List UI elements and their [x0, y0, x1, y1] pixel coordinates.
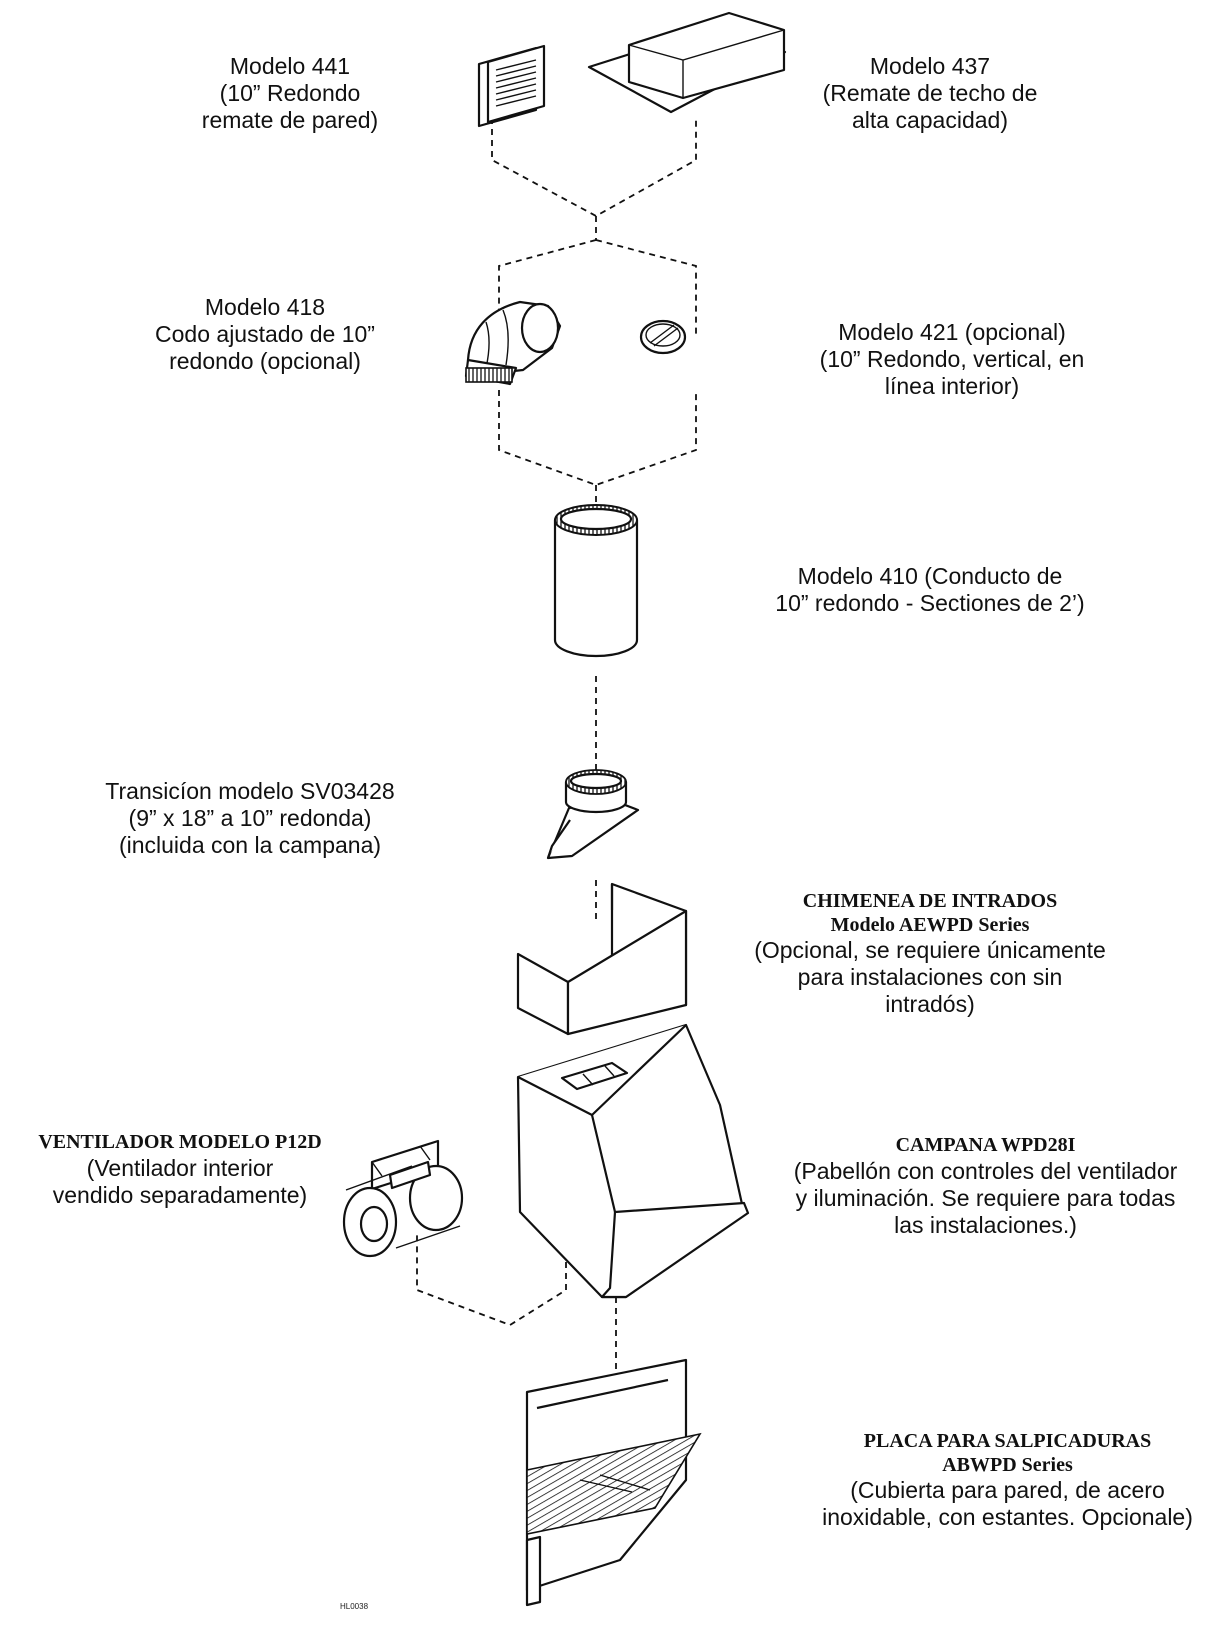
label-modelo-437: Modelo 437 (Remate de techo de alta capa… — [800, 53, 1060, 134]
label-line: (9” x 18” a 10” redonda) — [128, 805, 372, 832]
label-placa: PLACA PARA SALPICADURAS ABWPD Series (Cu… — [795, 1430, 1220, 1531]
damper-421-drawing — [639, 319, 687, 355]
label-line: intradós) — [885, 991, 975, 1018]
label-line: Transicíon modelo SV03428 — [105, 778, 395, 804]
fan-p12d-drawing — [342, 1139, 464, 1258]
label-line: remate de pared) — [201, 107, 379, 134]
label-line: las instalaciones.) — [894, 1211, 1077, 1238]
duct-410-drawing — [553, 504, 639, 658]
elbow-418-drawing — [464, 300, 562, 386]
label-line: 10” redondo - Sectiones de 2’) — [775, 590, 1085, 617]
label-line: para instalaciones con sin — [797, 964, 1063, 991]
hood-wpd28i-drawing — [516, 1023, 750, 1299]
label-line: Modelo 418 — [204, 294, 326, 320]
label-line: redondo (opcional) — [169, 348, 361, 375]
label-line: Modelo 437 — [869, 53, 991, 79]
label-line: Modelo 410 (Conducto de — [797, 563, 1063, 589]
label-transition-sv03428: Transicíon modelo SV03428 (9” x 18” a 10… — [90, 778, 410, 859]
label-line: (Cubierta para pared, de acero — [850, 1477, 1165, 1504]
label-line: (Ventilador interior — [86, 1154, 274, 1181]
label-line: (incluida con la campana) — [118, 832, 382, 859]
label-line: Codo ajustado de 10” — [155, 321, 375, 348]
label-campana: CAMPANA WPD28I (Pabellón con controles d… — [773, 1134, 1198, 1239]
label-line: Modelo 421 (opcional) — [838, 319, 1066, 345]
label-subtitle: ABWPD Series — [942, 1453, 1073, 1476]
label-line: Modelo 441 — [229, 53, 351, 79]
label-line: inoxidable, con estantes. Opcionale) — [822, 1504, 1193, 1531]
label-title: CAMPANA WPD28I — [895, 1134, 1076, 1156]
label-modelo-410: Modelo 410 (Conducto de 10” redondo - Se… — [745, 563, 1115, 617]
label-line: (Pabellón con controles del ventilador — [793, 1157, 1178, 1184]
chimney-aewpd-drawing — [516, 882, 688, 1036]
label-line: (10” Redondo, vertical, en — [819, 346, 1085, 373]
label-line: y iluminación. Se requiere para todas — [795, 1184, 1176, 1211]
label-chimenea: CHIMENEA DE INTRADOS Modelo AEWPD Series… — [750, 890, 1110, 1019]
wall-cap-441-drawing — [477, 44, 546, 128]
label-ventilador: VENTILADOR MODELO P12D (Ventilador inter… — [10, 1131, 350, 1209]
drawing-code: HL0038 — [340, 1602, 369, 1611]
label-subtitle: Modelo AEWPD Series — [830, 913, 1030, 936]
label-line: línea interior) — [884, 373, 1020, 400]
label-title: CHIMENEA DE INTRADOS — [802, 890, 1058, 912]
label-modelo-421: Modelo 421 (opcional) (10” Redondo, vert… — [792, 319, 1112, 400]
label-line: (10” Redondo — [219, 80, 361, 107]
label-title: VENTILADOR MODELO P12D — [38, 1131, 322, 1153]
label-line: alta capacidad) — [852, 107, 1008, 134]
roof-cap-437-drawing — [587, 11, 787, 114]
backsplash-abwpd-drawing — [525, 1358, 702, 1607]
label-modelo-441: Modelo 441 (10” Redondo remate de pared) — [170, 53, 410, 134]
label-line: vendido separadamente) — [52, 1181, 308, 1208]
label-title: PLACA PARA SALPICADURAS — [863, 1430, 1152, 1452]
label-line: (Remate de techo de — [822, 80, 1038, 107]
label-modelo-418: Modelo 418 Codo ajustado de 10” redondo … — [130, 294, 400, 375]
label-line: (Opcional, se requiere únicamente — [754, 937, 1106, 964]
transition-sv03428-drawing — [546, 769, 640, 860]
